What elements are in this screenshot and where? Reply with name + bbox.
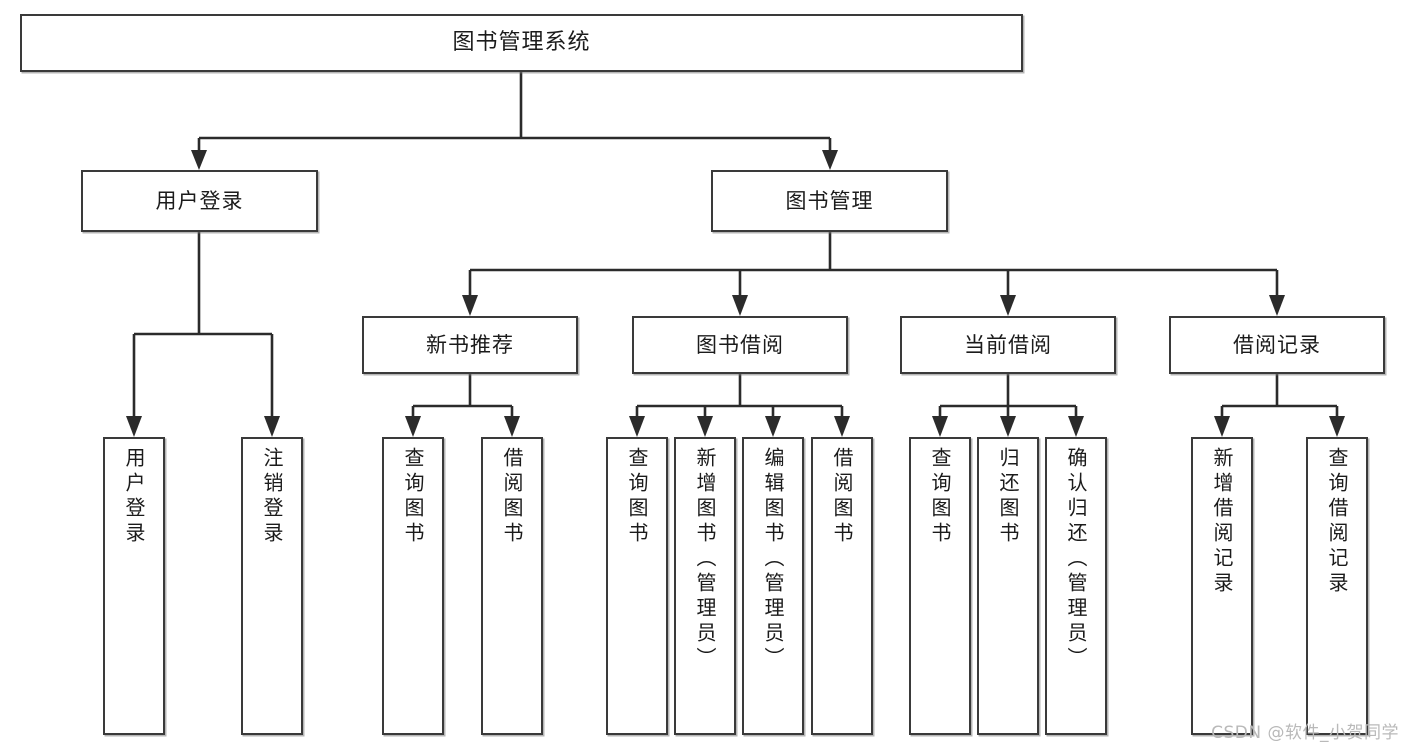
watermark-text: CSDN @软件_小贺同学 <box>1211 723 1399 743</box>
node-current-borrow[interactable]: 当前借阅 <box>900 316 1116 374</box>
node-label: 新增借阅记录 <box>1210 447 1234 597</box>
leaf-new-book-borrow[interactable]: 借阅图书 <box>481 437 543 735</box>
node-label: 新书推荐 <box>426 332 514 357</box>
arrowhead-leaf-user-1 <box>126 416 142 437</box>
arrowhead-leaf-current-2 <box>1000 416 1016 437</box>
arrowhead-book-manage <box>822 150 838 170</box>
node-new-book-recommend[interactable]: 新书推荐 <box>362 316 578 374</box>
leaf-book-borrow-add[interactable]: 新增图书（管理员） <box>674 437 736 735</box>
node-borrow-record[interactable]: 借阅记录 <box>1169 316 1385 374</box>
arrowhead-leaf-record-2 <box>1329 416 1345 437</box>
node-root-system[interactable]: 图书管理系统 <box>20 14 1023 72</box>
arrowhead-leaf-borrow-1 <box>629 416 645 437</box>
leaf-current-borrow-return[interactable]: 归还图书 <box>977 437 1039 735</box>
node-label: 注销登录 <box>260 447 284 547</box>
node-label: 图书借阅 <box>696 332 784 357</box>
leaf-user-login-logout[interactable]: 注销登录 <box>241 437 303 735</box>
arrowhead-user-login <box>191 150 207 170</box>
node-label: 查询图书 <box>625 447 649 547</box>
node-label: 图书管理系统 <box>452 30 591 56</box>
node-label: 查询借阅记录 <box>1325 447 1349 597</box>
arrowhead-leaf-borrow-4 <box>834 416 850 437</box>
node-label: 借阅图书 <box>500 447 524 547</box>
leaf-borrow-record-add[interactable]: 新增借阅记录 <box>1191 437 1253 735</box>
node-label: 图书管理 <box>785 188 874 213</box>
arrowhead-leaf-current-3 <box>1068 416 1084 437</box>
arrowhead-leaf-newbook-1 <box>405 416 421 437</box>
leaf-current-borrow-query[interactable]: 查询图书 <box>909 437 971 735</box>
node-label: 确认归还（管理员） <box>1064 447 1088 672</box>
arrowhead-leaf-current-1 <box>932 416 948 437</box>
leaf-book-borrow-edit[interactable]: 编辑图书（管理员） <box>742 437 804 735</box>
arrowhead-book-borrow <box>732 295 748 316</box>
leaf-current-borrow-confirm-return[interactable]: 确认归还（管理员） <box>1045 437 1107 735</box>
node-label: 新增图书（管理员） <box>693 447 717 672</box>
arrowhead-borrow-record <box>1269 295 1285 316</box>
node-label: 借阅记录 <box>1233 332 1321 357</box>
node-label: 借阅图书 <box>830 447 854 547</box>
arrowhead-leaf-borrow-2 <box>697 416 713 437</box>
arrowhead-current-borrow <box>1000 295 1016 316</box>
node-label: 查询图书 <box>928 447 952 547</box>
leaf-new-book-query[interactable]: 查询图书 <box>382 437 444 735</box>
leaf-borrow-record-query[interactable]: 查询借阅记录 <box>1306 437 1368 735</box>
arrowhead-leaf-newbook-2 <box>504 416 520 437</box>
node-label: 归还图书 <box>996 447 1020 547</box>
arrowhead-leaf-user-2 <box>264 416 280 437</box>
arrowhead-leaf-record-1 <box>1214 416 1230 437</box>
arrowhead-new-book <box>462 295 478 316</box>
leaf-user-login-login[interactable]: 用户登录 <box>103 437 165 735</box>
leaf-book-borrow-query[interactable]: 查询图书 <box>606 437 668 735</box>
leaf-book-borrow-borrow[interactable]: 借阅图书 <box>811 437 873 735</box>
arrowhead-leaf-borrow-3 <box>765 416 781 437</box>
node-label: 当前借阅 <box>964 332 1052 357</box>
node-label: 编辑图书（管理员） <box>761 447 785 672</box>
node-book-borrow[interactable]: 图书借阅 <box>632 316 848 374</box>
node-user-login[interactable]: 用户登录 <box>81 170 318 232</box>
node-book-management[interactable]: 图书管理 <box>711 170 948 232</box>
node-label: 用户登录 <box>155 188 244 213</box>
node-label: 用户登录 <box>122 447 146 547</box>
node-label: 查询图书 <box>401 447 425 547</box>
